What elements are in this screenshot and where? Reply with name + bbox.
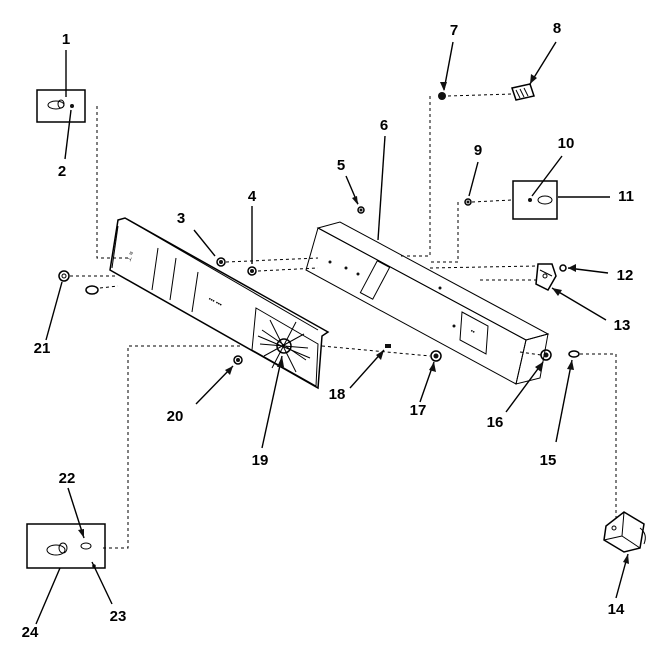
leader-3: [193, 229, 216, 257]
leader-16: [505, 361, 544, 413]
callout-1: 1: [62, 31, 70, 48]
part-2-screw: [70, 104, 74, 108]
callout-13: 13: [614, 317, 631, 334]
leader-23: [91, 561, 113, 605]
callout-20: 20: [167, 408, 184, 425]
svg-text:▪▪▪ ▪▪▪: ▪▪▪ ▪▪▪: [207, 296, 223, 308]
svg-text:▪▪: ▪▪: [469, 328, 476, 335]
callout-8: 8: [553, 20, 561, 37]
part-6-console-housing: ▪▪: [305, 221, 550, 385]
dash-9-10: [471, 199, 513, 203]
part-1-switch-box: [36, 89, 86, 123]
part-16-nut: [540, 349, 552, 361]
dash-15-14: [580, 353, 617, 520]
callout-4: 4: [248, 188, 257, 205]
leader-21: [45, 281, 63, 341]
dash-7-8: [447, 93, 513, 97]
leader-9: [468, 161, 479, 197]
part-21-clip: [85, 285, 99, 295]
part-3-nut: [216, 257, 226, 267]
callout-14: 14: [608, 601, 625, 618]
part-17-nut: [430, 350, 442, 362]
leader-10: [531, 155, 563, 197]
callout-9: 9: [474, 142, 482, 159]
part-13-bracket: [535, 263, 557, 291]
svg-text:⊥ ≡: ⊥ ≡: [125, 250, 135, 263]
part-24-switch-box: [26, 523, 106, 569]
part-14-housing: [603, 511, 646, 553]
callout-11: 11: [618, 188, 634, 205]
leader-13: [551, 287, 607, 321]
arrow-19: [277, 356, 284, 367]
leader-15: [555, 359, 573, 443]
callout-16: 16: [487, 414, 504, 431]
part-10-screw: [528, 198, 532, 202]
part-19-control-panel: ⊥ ≡ ▪▪▪ ▪▪▪: [109, 217, 330, 390]
part-5-screw: [357, 206, 365, 214]
callout-12: 12: [617, 267, 634, 284]
callout-21: 21: [34, 340, 51, 357]
dash-12a: [429, 265, 537, 269]
leader-6: [377, 135, 386, 241]
part-20-nut: [233, 355, 243, 365]
callout-15: 15: [540, 452, 557, 469]
dash-21b: [99, 285, 119, 289]
callout-3: 3: [177, 210, 185, 227]
callout-2: 2: [58, 163, 66, 180]
part-8-connector: [511, 83, 535, 101]
callout-17: 17: [410, 402, 427, 419]
dash-9: [430, 202, 459, 263]
dash-7: [400, 96, 431, 257]
part-21-washer: [58, 270, 70, 282]
part-15-screw: [568, 350, 580, 358]
callout-7: 7: [450, 22, 458, 39]
dash-3: [225, 257, 319, 263]
callout-24: 24: [22, 624, 39, 641]
part-4-nut: [247, 266, 257, 276]
leader-2: [64, 109, 72, 160]
part-7-grommet: [438, 92, 446, 100]
callout-22: 22: [59, 470, 76, 487]
part-18-clip: [385, 344, 391, 348]
part-9-screw: [464, 198, 472, 206]
leader-24: [35, 567, 61, 625]
callout-18: 18: [329, 386, 346, 403]
part-12-screw: [559, 264, 567, 272]
leader-19: [261, 355, 283, 449]
dash-4: [257, 267, 319, 272]
dash-20-22: [100, 345, 240, 549]
callout-10: 10: [558, 135, 575, 152]
callout-23: 23: [110, 608, 127, 625]
callout-5: 5: [337, 157, 345, 174]
dash-17: [321, 345, 431, 357]
callout-6: 6: [380, 117, 388, 134]
part-11-switch-box: [512, 180, 558, 220]
callout-19: 19: [252, 452, 269, 469]
leader-20: [195, 365, 234, 405]
dash-line-1: [96, 106, 130, 259]
